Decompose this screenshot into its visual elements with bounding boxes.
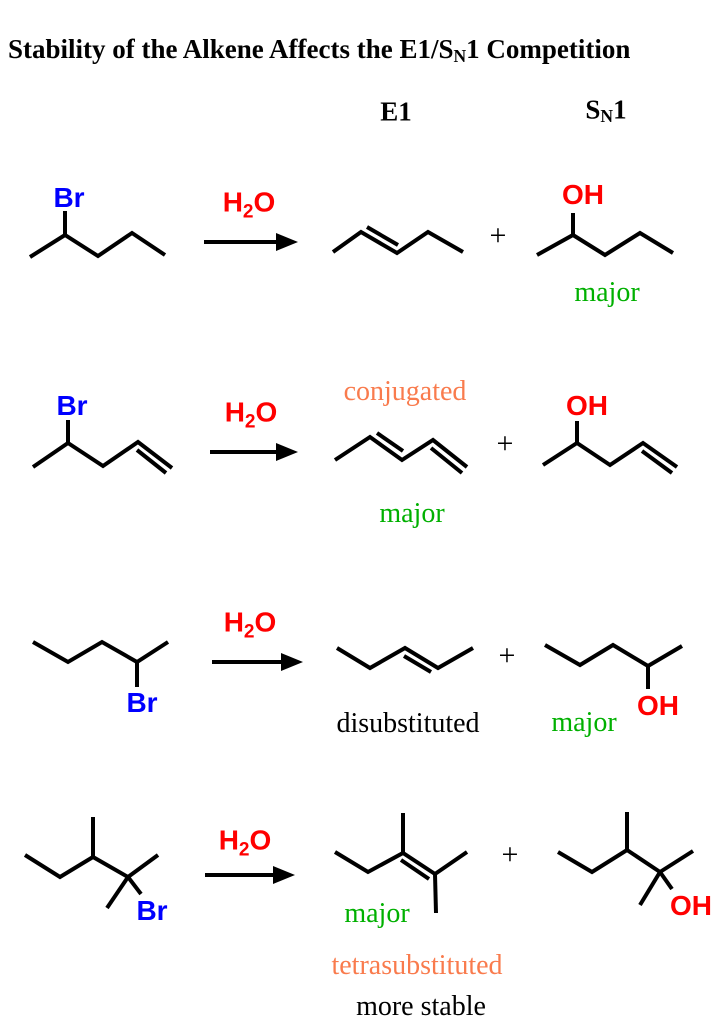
structure-2-bromopentane-flipped [32,639,170,687]
reagent-h2o-label: H2O [222,186,276,223]
reaction-arrow [204,233,298,251]
reaction-arrow [210,443,298,461]
sn1-major-annotation: major [551,707,617,738]
reagent-h2o-label: H2O [218,824,272,861]
reagent-h: H [223,606,244,638]
bromine-label: Br [56,390,88,421]
disubstituted-annotation: disubstituted [336,708,480,739]
reagent-o: O [249,824,272,856]
column-header-e1: E1 [380,96,412,127]
plus-sign: + [489,219,507,252]
structure-pent-4-en-2-ol [541,421,679,475]
structure-2-bromopentane [28,211,167,259]
conjugated-annotation: conjugated [343,376,467,407]
sn1-subscript-n: N [600,106,614,127]
structure-2-pentanol [536,213,675,258]
reagent-subscript: 2 [244,411,256,433]
e1-major-annotation: major [344,898,410,929]
reagent-subscript: 2 [243,621,255,643]
reagent-o: O [254,606,277,638]
hydroxyl-label: OH [566,390,608,421]
structure-2-pentanol-flipped [544,642,684,689]
reaction-arrow [205,866,295,884]
reagent-h: H [224,396,245,428]
title-text: Stability of the Alkene Affects the E1/S [8,34,454,65]
hydroxyl-label: OH [562,179,604,210]
structure-1-3-pentadiene [333,431,469,475]
reagent-h2o-label: H2O [223,606,277,643]
reagent-h: H [222,186,243,218]
structure-4-bromo-1-pentene [31,420,174,475]
reagent-o: O [253,186,276,218]
title-text-2: 1 Competition [466,34,631,65]
column-header-sn1: SN1 [585,96,626,125]
hydroxyl-label: OH [637,690,679,721]
plus-sign: + [496,427,514,460]
plus-sign: + [501,838,519,871]
page-title: Stability of the Alkene Affects the E1/S… [8,34,630,66]
bromine-label: Br [126,687,158,718]
tetrasubstituted-annotation: tetrasubstituted [331,950,503,981]
hydroxyl-label: OH [670,890,712,921]
sn1-major-annotation: major [574,277,640,308]
more-stable-annotation: more stable [356,991,486,1022]
structure-trans-2-pentene [331,225,464,256]
plus-sign: + [498,639,516,672]
reagent-o: O [255,396,278,428]
bromine-label: Br [136,895,168,926]
reagent-subscript: 2 [238,839,250,861]
sn1-s: S [585,94,601,125]
e1-major-annotation: major [379,498,445,529]
reaction-arrow [212,653,303,671]
reagent-subscript: 2 [242,201,254,223]
structure-trans-2-pentene-flipped [335,645,474,674]
bromine-label: Br [53,182,85,213]
reagent-h2o-label: H2O [224,396,278,433]
title-subscript: N [453,45,467,66]
reagent-h: H [218,824,239,856]
sn1-one: 1 [613,94,627,125]
